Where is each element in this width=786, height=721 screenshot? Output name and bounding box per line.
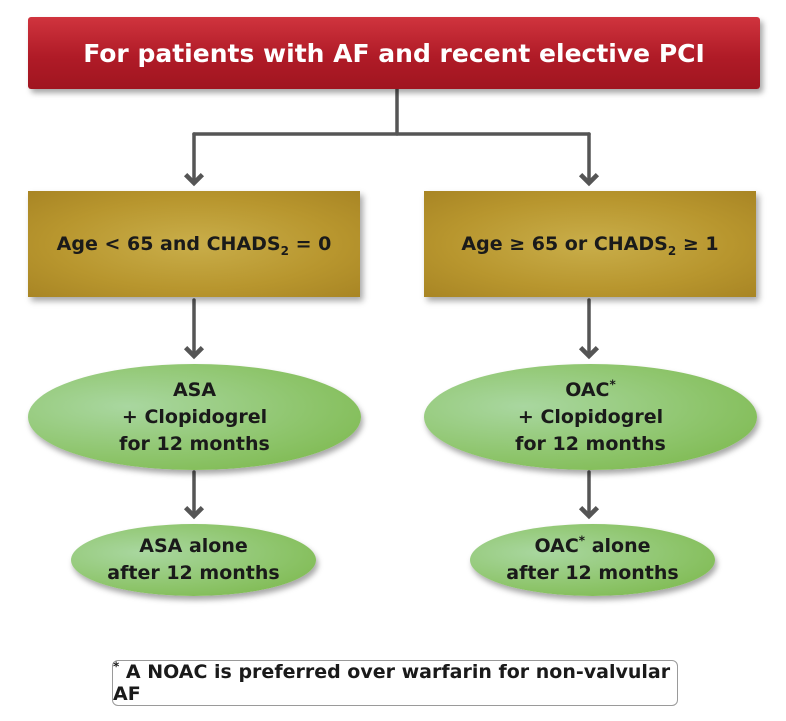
therapy-left-line3: for 12 months: [119, 432, 270, 455]
condition-left-text: Age < 65 and CHADS2 = 0: [56, 233, 332, 258]
therapy-right-line2: + Clopidogrel: [517, 405, 664, 428]
followup-left-ellipse: ASA alone after 12 months: [71, 524, 316, 596]
followup-left-line2: after 12 months: [107, 562, 280, 584]
condition-left-box: Age < 65 and CHADS2 = 0: [28, 191, 360, 297]
condition-right-text: Age ≥ 65 or CHADS2 ≥ 1: [461, 233, 719, 258]
condition-right-box: Age ≥ 65 or CHADS2 ≥ 1: [424, 191, 756, 297]
followup-right-line2: after 12 months: [506, 562, 679, 584]
therapy-left-line2: + Clopidogrel: [121, 405, 268, 428]
therapy-right-line1: OAC*: [565, 377, 616, 401]
therapy-left-ellipse: ASA + Clopidogrel for 12 months: [28, 364, 361, 470]
therapy-right-ellipse: OAC* + Clopidogrel for 12 months: [424, 364, 757, 470]
title-text: For patients with AF and recent elective…: [83, 38, 705, 68]
footnote-box: * A NOAC is preferred over warfarin for …: [112, 660, 678, 706]
therapy-left-line1: ASA: [172, 378, 217, 401]
followup-right-line1: OAC* alone: [534, 533, 651, 557]
followup-right-ellipse: OAC* alone after 12 months: [470, 524, 715, 596]
followup-left-line1: ASA alone: [139, 535, 248, 557]
title-box: For patients with AF and recent elective…: [28, 17, 760, 89]
therapy-right-line3: for 12 months: [515, 432, 666, 455]
footnote-text: * A NOAC is preferred over warfarin for …: [113, 659, 671, 705]
